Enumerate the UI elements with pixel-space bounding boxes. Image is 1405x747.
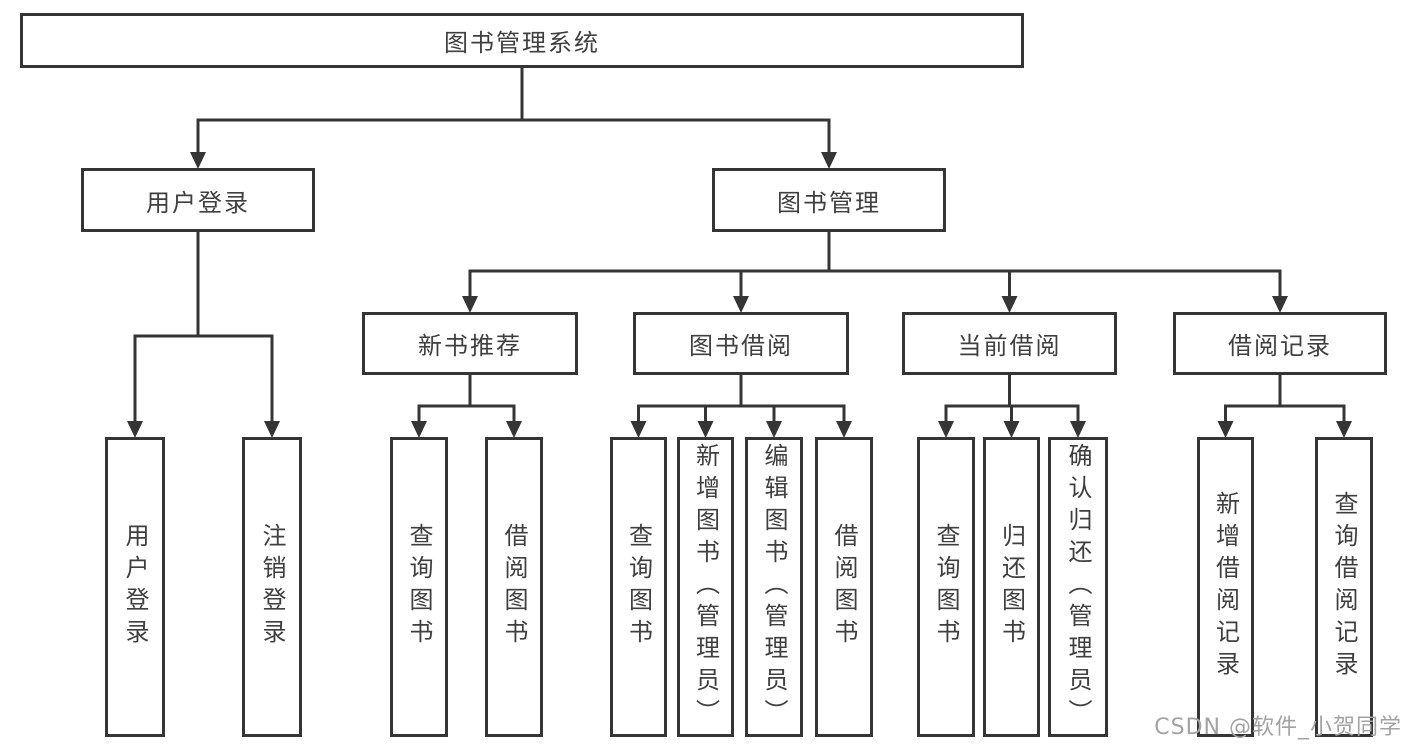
node-root: 图书管理系统 — [20, 13, 1024, 68]
node-borrow: 图书借阅 — [633, 312, 849, 375]
node-current: 当前借阅 — [902, 312, 1117, 375]
node-label: 查询图书 — [624, 523, 653, 651]
node-logout: 注销登录 — [242, 437, 302, 737]
node-user-login: 用户登录 — [105, 437, 165, 737]
node-label: 确认归还（管理员） — [1064, 443, 1092, 731]
node-label: 图书管理系统 — [444, 29, 600, 57]
node-label: 用户登录 — [146, 188, 250, 217]
node-label: 当前借阅 — [957, 332, 1062, 360]
node-label: 查询图书 — [932, 523, 960, 651]
node-cur-return: 归还图书 — [983, 437, 1040, 737]
node-label: 图书借阅 — [689, 332, 793, 360]
node-bw-lend: 借阅图书 — [815, 437, 873, 737]
node-records: 借阅记录 — [1173, 312, 1387, 375]
node-mgmt: 图书管理 — [712, 168, 946, 232]
node-label: 查询图书 — [405, 523, 433, 651]
node-bw-query: 查询图书 — [610, 437, 667, 737]
watermark: CSDN @软件_小贺同学 — [1154, 715, 1402, 740]
node-label: 新书推荐 — [418, 332, 522, 360]
node-label: 借阅记录 — [1228, 332, 1332, 360]
node-cur-query: 查询图书 — [917, 437, 975, 737]
node-label: 图书管理 — [777, 188, 881, 217]
node-label: 新增借阅记录 — [1211, 491, 1240, 683]
node-label: 新增图书（管理员） — [691, 443, 720, 731]
node-label: 编辑图书（管理员） — [760, 443, 788, 731]
node-bw-edit: 编辑图书（管理员） — [745, 437, 803, 737]
node-cur-confirm: 确认归还（管理员） — [1048, 437, 1108, 737]
node-label: 借阅图书 — [500, 523, 528, 651]
node-nb-query: 查询图书 — [390, 437, 448, 737]
node-bw-add: 新增图书（管理员） — [677, 437, 734, 737]
node-nb-borrow: 借阅图书 — [485, 437, 543, 737]
node-label: 查询借阅记录 — [1330, 491, 1358, 683]
node-label: 用户登录 — [121, 523, 149, 651]
node-label: 注销登录 — [258, 523, 286, 651]
node-rec-query: 查询借阅记录 — [1315, 437, 1373, 737]
node-label: 归还图书 — [997, 523, 1026, 651]
node-rec-add: 新增借阅记录 — [1197, 437, 1254, 737]
node-login: 用户登录 — [81, 168, 315, 232]
node-label: 借阅图书 — [830, 523, 858, 651]
node-newbook: 新书推荐 — [362, 312, 578, 375]
